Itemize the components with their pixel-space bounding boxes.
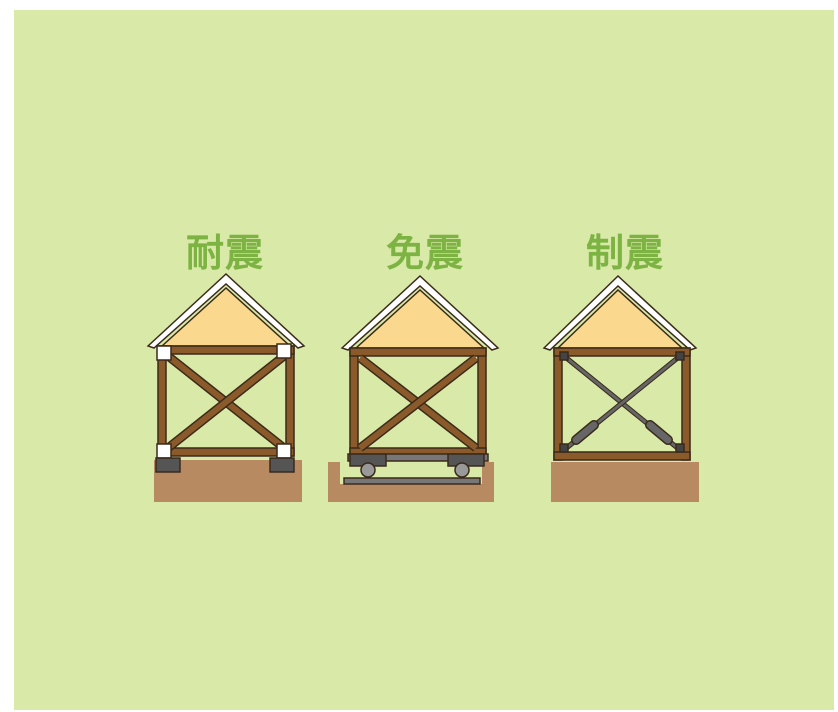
background-panel [14, 10, 834, 710]
frame [553, 347, 691, 461]
reinforcement-plates [156, 343, 292, 459]
house-taishin [146, 272, 306, 502]
cross-brace [165, 352, 287, 452]
isolation-bearings [343, 453, 489, 485]
house-menshin [328, 274, 500, 502]
roof [542, 274, 698, 351]
label-taishin: 耐震 [185, 231, 264, 275]
label-seishin: 制震 [585, 231, 664, 275]
foundation-blocks [155, 457, 295, 473]
roof [146, 272, 306, 349]
ground [551, 462, 699, 502]
damper-units [559, 351, 685, 453]
roof [340, 274, 500, 351]
label-menshin: 免震 [385, 231, 464, 275]
house-seishin [542, 274, 699, 502]
cross-brace [357, 354, 479, 452]
